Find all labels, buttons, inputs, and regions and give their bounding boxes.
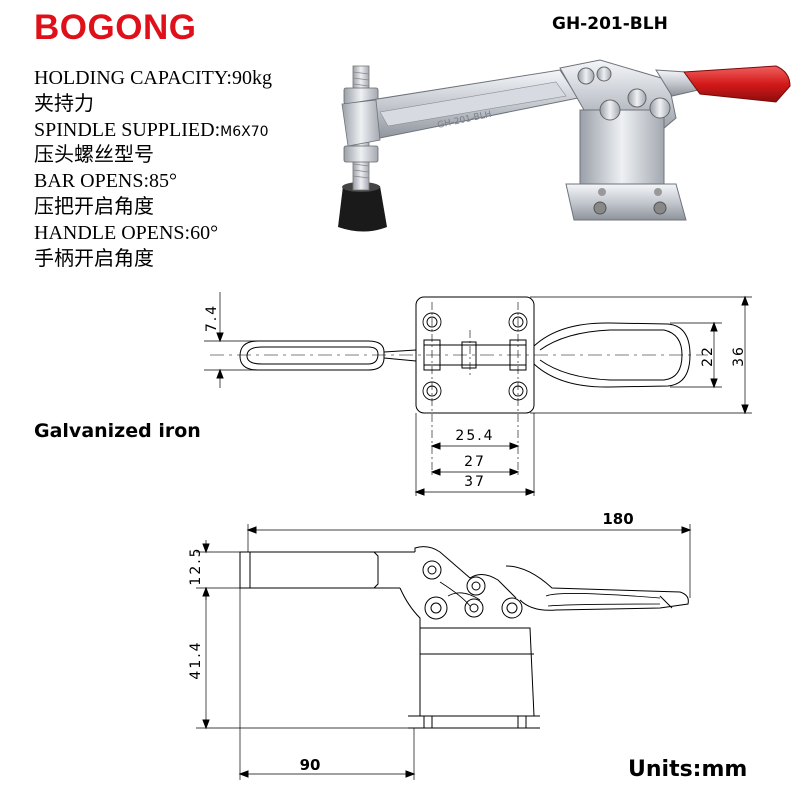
spec-bar-opens-cn: 压把开启角度: [34, 195, 154, 218]
spec-handle-opens-cn: 手柄开启角度: [34, 247, 154, 270]
rubber-tip: [338, 186, 387, 232]
units-label: Units:mm: [628, 757, 748, 782]
base-bracket: [579, 109, 665, 191]
spec-holding-capacity: HOLDING CAPACITY:90kg: [34, 67, 272, 89]
handle-grip: [683, 65, 791, 103]
top-view: [204, 292, 752, 496]
side-view: [196, 524, 692, 780]
spec-handle-opens: HANDLE OPENS:60°: [34, 221, 219, 244]
spec-spindle-cn: 压头螺丝型号: [34, 144, 154, 167]
dim-bar-height: 12.5: [188, 546, 204, 585]
dim-handle-height: 22: [700, 345, 716, 367]
spec-holding-capacity-cn: 夹持力: [34, 92, 94, 115]
spec-spindle: SPINDLE SUPPLIED:M6X70: [34, 118, 269, 141]
dim-hole-outer: 27: [464, 454, 486, 470]
spec-list: HOLDING CAPACITY:90kg 夹持力 SPINDLE SUPPLI…: [34, 66, 272, 272]
dim-base-width: 37: [464, 474, 486, 490]
dim-reach: 90: [300, 756, 321, 774]
spec-bar-opens: BAR OPENS:85°: [34, 170, 178, 193]
nut-lower: [343, 145, 379, 163]
dim-bar-width: 7.4: [204, 304, 220, 332]
base-plate: [565, 183, 687, 221]
dim-base-height: 36: [731, 345, 747, 367]
brand-name: BOGONG: [34, 8, 197, 47]
dim-overall-length: 180: [602, 510, 633, 528]
material-label: Galvanized iron: [34, 420, 201, 442]
dim-height: 41.4: [188, 640, 204, 679]
product-photo: GH-201-BLH: [338, 59, 791, 232]
model-number: GH-201-BLH: [552, 14, 668, 34]
dim-hole-spacing: 25.4: [455, 428, 494, 444]
